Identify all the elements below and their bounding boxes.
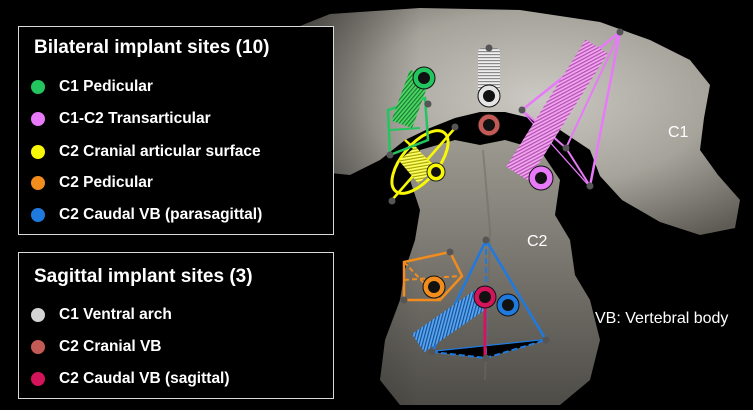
vb-note-label: VB: Vertebral body (595, 310, 728, 328)
c1-ventral-arch-marker (478, 45, 500, 108)
c2-cranial-vb-marker (478, 114, 500, 136)
legend-item-c1-ventral-arch: C1 Ventral arch (31, 305, 172, 325)
white-dot-icon (31, 308, 45, 322)
legend-item-c2-caudal-vb-sagittal: C2 Caudal VB (sagittal) (31, 369, 230, 389)
blue-dot-icon (31, 208, 45, 222)
bilateral-legend-title: Bilateral implant sites (10) (34, 37, 269, 59)
legend-item-c1-c2-transarticular: C1-C2 Transarticular (31, 109, 211, 129)
magenta-dot-icon (31, 372, 45, 386)
legend-item-c2-cranial-articular: C2 Cranial articular surface (31, 142, 261, 162)
c1-label: C1 (668, 124, 688, 142)
legend-item-c2-caudal-vb-parasagittal: C2 Caudal VB (parasagittal) (31, 205, 262, 225)
yellow-dot-icon (31, 145, 45, 159)
sagittal-legend: Sagittal implant sites (3) C1 Ventral ar… (18, 252, 334, 399)
c2-label: C2 (527, 233, 547, 251)
orange-dot-icon (31, 176, 45, 190)
legend-item-c2-cranial-vb: C2 Cranial VB (31, 337, 162, 357)
legend-item-c1-pedicular: C1 Pedicular (31, 77, 153, 97)
legend-item-c2-pedicular: C2 Pedicular (31, 173, 153, 193)
bilateral-legend: Bilateral implant sites (10) C1 Pedicula… (18, 26, 334, 235)
red-dot-icon (31, 340, 45, 354)
pink-dot-icon (31, 112, 45, 126)
sagittal-legend-title: Sagittal implant sites (3) (34, 266, 253, 288)
green-dot-icon (31, 80, 45, 94)
